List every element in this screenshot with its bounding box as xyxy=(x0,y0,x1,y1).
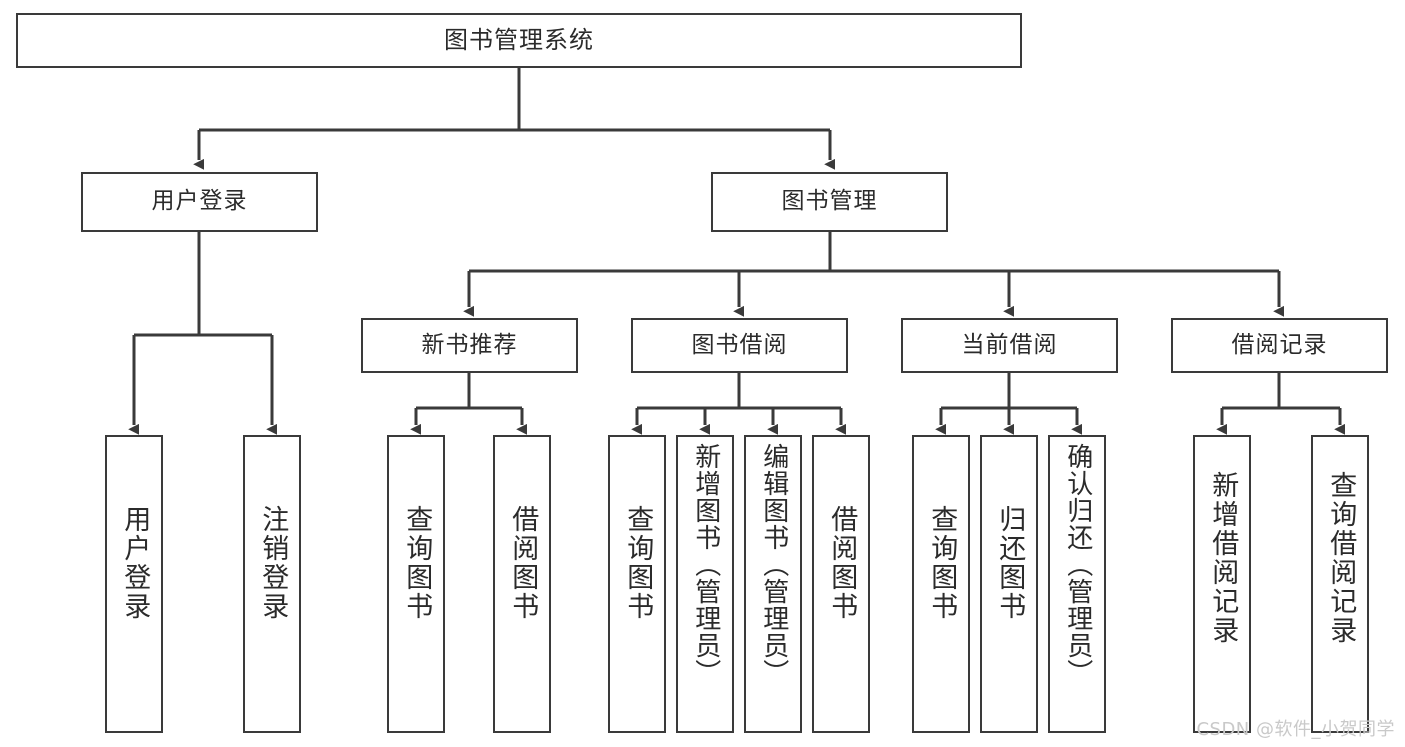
node-current-borrow-label: 当前借阅 xyxy=(961,331,1058,358)
node-user-login-label: 用户登录 xyxy=(151,188,248,215)
leaf-confirm-return-label: 确认归还（管理员） xyxy=(1062,443,1093,686)
leaf-borrow-book-2-label: 借阅图书 xyxy=(826,505,858,621)
leaf-query-book-1-label: 查询图书 xyxy=(401,505,433,621)
leaf-user-login[interactable]: 用户登录 xyxy=(105,435,163,733)
watermark: CSDN @软件_小贺同学 xyxy=(1196,719,1395,740)
leaf-query-record[interactable]: 查询借阅记录 xyxy=(1311,435,1369,733)
node-root-label: 图书管理系统 xyxy=(444,26,594,55)
leaf-return-book-label: 归还图书 xyxy=(994,505,1026,621)
node-user-login[interactable]: 用户登录 xyxy=(81,172,318,232)
node-root[interactable]: 图书管理系统 xyxy=(16,13,1022,68)
leaf-query-book-2-label: 查询图书 xyxy=(622,505,654,621)
leaf-borrow-book-2[interactable]: 借阅图书 xyxy=(812,435,870,733)
leaf-confirm-return[interactable]: 确认归还（管理员） xyxy=(1048,435,1106,733)
leaf-add-book[interactable]: 新增图书（管理员） xyxy=(676,435,734,733)
leaf-add-book-label: 新增图书（管理员） xyxy=(690,443,721,686)
leaf-add-record-label: 新增借阅记录 xyxy=(1207,471,1239,645)
leaf-logout-login[interactable]: 注销登录 xyxy=(243,435,301,733)
node-current-borrow[interactable]: 当前借阅 xyxy=(901,318,1118,373)
node-book-borrow-label: 图书借阅 xyxy=(691,331,788,358)
leaf-query-book-1[interactable]: 查询图书 xyxy=(387,435,445,733)
leaf-edit-book[interactable]: 编辑图书（管理员） xyxy=(744,435,802,733)
leaf-query-book-3[interactable]: 查询图书 xyxy=(912,435,970,733)
node-book-management-label: 图书管理 xyxy=(781,188,878,215)
leaf-edit-book-label: 编辑图书（管理员） xyxy=(758,443,789,686)
leaf-query-record-label: 查询借阅记录 xyxy=(1325,471,1357,645)
node-book-borrow[interactable]: 图书借阅 xyxy=(631,318,848,373)
node-borrow-record-label: 借阅记录 xyxy=(1231,331,1328,358)
node-new-book-recommend[interactable]: 新书推荐 xyxy=(361,318,578,373)
leaf-borrow-book-1[interactable]: 借阅图书 xyxy=(493,435,551,733)
node-new-book-recommend-label: 新书推荐 xyxy=(421,331,518,358)
leaf-user-login-label: 用户登录 xyxy=(119,505,151,621)
leaf-query-book-3-label: 查询图书 xyxy=(926,505,958,621)
node-book-management[interactable]: 图书管理 xyxy=(711,172,948,232)
leaf-return-book[interactable]: 归还图书 xyxy=(980,435,1038,733)
leaf-borrow-book-1-label: 借阅图书 xyxy=(507,505,539,621)
leaf-add-record[interactable]: 新增借阅记录 xyxy=(1193,435,1251,733)
node-borrow-record[interactable]: 借阅记录 xyxy=(1171,318,1388,373)
leaf-logout-login-label: 注销登录 xyxy=(257,505,289,621)
leaf-query-book-2[interactable]: 查询图书 xyxy=(608,435,666,733)
